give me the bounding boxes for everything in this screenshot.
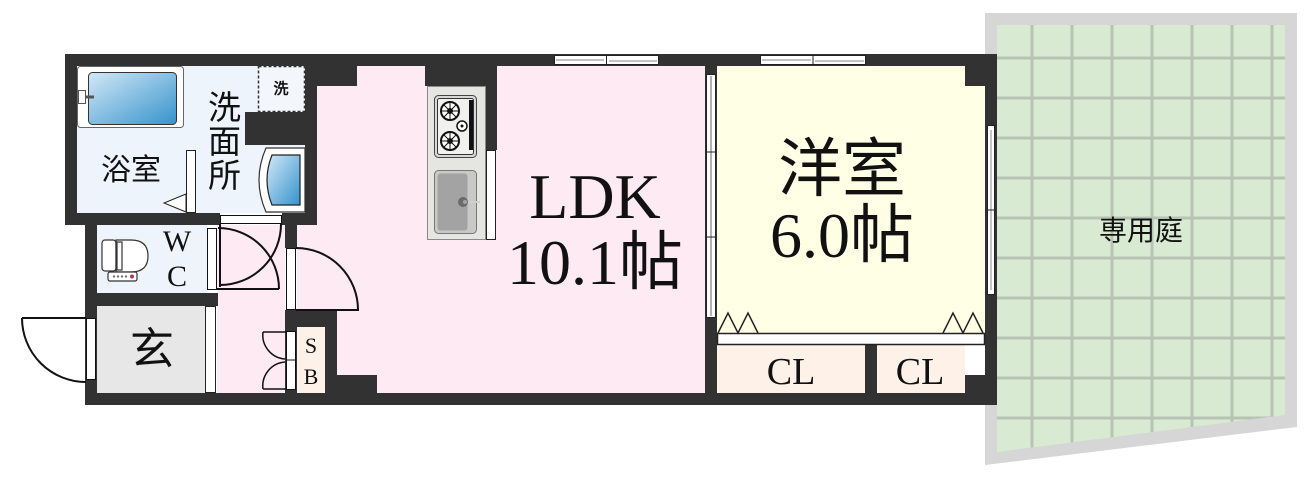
western-room-name: 洋室 bbox=[778, 134, 906, 205]
kitchen-counter bbox=[427, 86, 496, 240]
private-garden-label: 専用庭 bbox=[1098, 216, 1184, 247]
ldk-name: LDK bbox=[529, 161, 661, 232]
gas-stove-icon bbox=[434, 95, 477, 158]
closet-2-label: CL bbox=[895, 351, 945, 393]
washer-space bbox=[257, 65, 306, 113]
genkan-step bbox=[205, 306, 216, 393]
window-icon bbox=[760, 55, 866, 65]
kitchen-sink-icon bbox=[434, 170, 480, 234]
ldk-door-icon bbox=[286, 247, 359, 311]
closet-2-floor bbox=[877, 345, 965, 393]
closet-1-floor bbox=[717, 345, 865, 393]
ldk-size: 10.1帖 bbox=[507, 227, 683, 298]
bath-label: 浴室 bbox=[101, 154, 161, 187]
ldk-floor bbox=[297, 66, 705, 393]
western-room-size: 6.0帖 bbox=[770, 200, 914, 271]
western-room-floor bbox=[717, 66, 985, 333]
garden-tile-grid bbox=[997, 25, 1285, 452]
washroom-door-icon bbox=[219, 215, 282, 287]
genkan-floor bbox=[97, 306, 205, 393]
wc-label-w: W bbox=[162, 225, 192, 258]
window-icon bbox=[554, 55, 659, 65]
wc-label-c: C bbox=[166, 260, 188, 293]
entry-door-icon bbox=[21, 317, 96, 383]
washer-space-label: 洗 bbox=[273, 79, 289, 98]
toilet-icon bbox=[101, 239, 149, 282]
closet-1-label: CL bbox=[766, 351, 816, 393]
sliding-door-icon bbox=[705, 74, 717, 318]
window-icon bbox=[987, 125, 995, 295]
closet-door-icon bbox=[716, 311, 986, 346]
shoe-box-label-b: B bbox=[303, 364, 319, 389]
washroom-label: 洗面所 bbox=[202, 90, 239, 192]
shoe-box-floor bbox=[297, 327, 325, 393]
shoe-box-door-icon bbox=[262, 331, 296, 390]
private-garden bbox=[985, 13, 1297, 465]
wash-basin-icon bbox=[258, 147, 306, 213]
genkan-label: 玄 bbox=[130, 325, 174, 374]
bath-door-icon bbox=[162, 150, 196, 213]
shoe-box-label-s: S bbox=[304, 333, 318, 358]
bathtub-icon bbox=[77, 66, 184, 128]
wc-door-icon bbox=[207, 227, 280, 290]
